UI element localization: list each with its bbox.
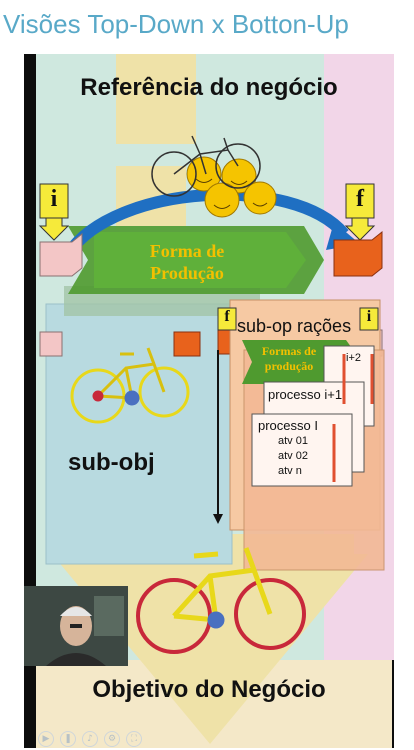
sub-production-forms-line1: Formas de <box>261 344 317 358</box>
activity-n-label: atv n <box>278 465 302 477</box>
volume-icon[interactable]: ♪ <box>82 731 98 747</box>
slide-diagram <box>36 54 394 748</box>
play-icon[interactable]: ▶ <box>38 731 54 747</box>
output-cube <box>333 230 383 277</box>
activity-01-label: atv 01 <box>278 435 308 447</box>
production-form-label: Forma de Produção <box>122 240 252 284</box>
input-cube <box>39 232 83 277</box>
settings-icon[interactable]: ⚙ <box>104 731 120 747</box>
sub-object-label: sub-obj <box>68 449 155 476</box>
final-marker-label: f <box>356 186 364 212</box>
final-marker-arrow <box>344 217 376 241</box>
fullscreen-icon[interactable]: ⛶ <box>126 731 142 747</box>
sub-object-region <box>45 303 233 565</box>
activity-02-label: atv 02 <box>278 450 308 462</box>
top-bicycle-icon <box>151 135 261 197</box>
sub-flow-down-arrowhead <box>213 514 223 524</box>
presenter-webcam <box>24 586 128 666</box>
input-marker-arrow <box>38 217 70 241</box>
sub-input-marker-label: i <box>366 308 372 325</box>
sub-final-marker <box>217 307 237 331</box>
process-i2-label: i+2 <box>346 352 361 364</box>
production-form-label-line1: Forma de <box>149 241 225 261</box>
curved-blue-arrow <box>62 188 349 258</box>
sub-object-bicycle-icon <box>70 347 190 424</box>
sub-final-marker-label: f <box>224 308 230 325</box>
business-goal-title: Objetivo do Negócio <box>92 676 326 703</box>
sub-operations-label: sub-op rações <box>237 316 352 336</box>
sub-input-marker <box>359 307 379 331</box>
goal-bicycle-icon <box>136 547 306 654</box>
final-marker-box <box>345 183 375 219</box>
process-i1-label: processo i+1 <box>268 387 343 402</box>
sub-production-forms-line2: produção <box>264 359 314 373</box>
production-flow-inner <box>94 232 306 288</box>
page-title: Visões Top-Down x Botton-Up <box>3 9 349 39</box>
presentation-slide: Referência do negócio i f Forma de Produ… <box>24 54 394 748</box>
sub-output-cube-left <box>173 331 201 357</box>
sub-production-forms-label: Formas de produção <box>244 344 334 374</box>
input-marker-box <box>39 183 69 219</box>
sub-input-cube <box>39 331 63 357</box>
business-reference-title: Referência do negócio <box>80 74 338 101</box>
presenter-avatar <box>24 586 128 666</box>
top-beige-bar <box>116 54 196 144</box>
process-i-label: processo I <box>258 418 318 433</box>
pause-icon[interactable]: ❚ <box>60 731 76 747</box>
production-form-label-line2: Produção <box>150 263 224 283</box>
smiley-group-icon <box>186 156 277 218</box>
video-player-controls: ▶ ❚ ♪ ⚙ ⛶ <box>0 720 414 750</box>
input-marker-label: i <box>50 186 58 212</box>
